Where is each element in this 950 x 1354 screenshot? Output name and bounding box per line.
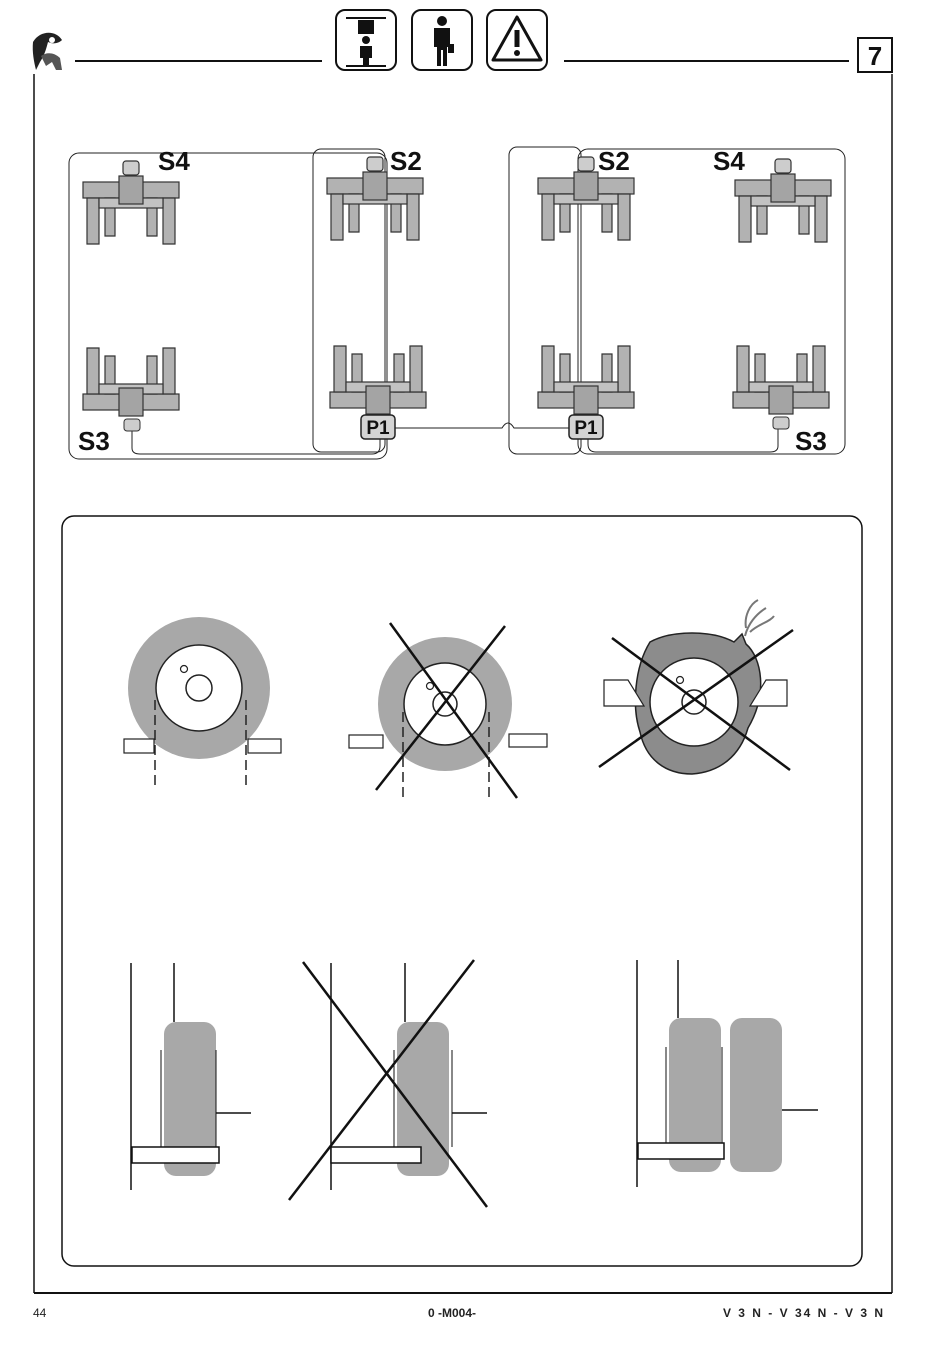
label-p1-right: P1 xyxy=(574,418,598,439)
brand-logo-icon xyxy=(33,33,62,70)
lifting-load-icon xyxy=(336,10,396,70)
wheel-damaged-crossed xyxy=(599,600,793,774)
column-s3-right xyxy=(733,346,829,414)
section-number: 7 xyxy=(868,41,882,71)
label-s2-left: S2 xyxy=(390,146,422,176)
side-twin-correct xyxy=(637,960,818,1187)
wheel-correct xyxy=(124,617,281,788)
side-wrong-crossed xyxy=(289,960,487,1207)
page-number: 44 xyxy=(33,1306,46,1320)
document-code: 0 -M004- xyxy=(428,1306,476,1320)
warning-triangle-icon xyxy=(487,10,547,70)
column-p1-right xyxy=(538,346,634,414)
label-s4-right: S4 xyxy=(713,146,745,176)
label-s4-left: S4 xyxy=(158,146,190,176)
label-s3-right: S3 xyxy=(795,426,827,456)
operator-icon xyxy=(412,10,472,70)
lift-columns-diagram: P1 P1 S4 S2 S2 S4 S3 S3 xyxy=(69,146,845,459)
column-p1-left xyxy=(330,346,426,414)
label-s3-left: S3 xyxy=(78,426,110,456)
connection-cable xyxy=(395,423,570,428)
column-s3-left xyxy=(83,348,179,416)
model-list: V 3 N - V 34 N - V 3 N xyxy=(723,1306,885,1320)
section-number-box: 7 xyxy=(858,38,892,72)
label-s2-right: S2 xyxy=(598,146,630,176)
label-p1-left: P1 xyxy=(366,418,390,439)
column-s4-right xyxy=(735,159,831,242)
side-correct xyxy=(131,963,251,1190)
wheel-wrong-crossed xyxy=(349,623,547,798)
